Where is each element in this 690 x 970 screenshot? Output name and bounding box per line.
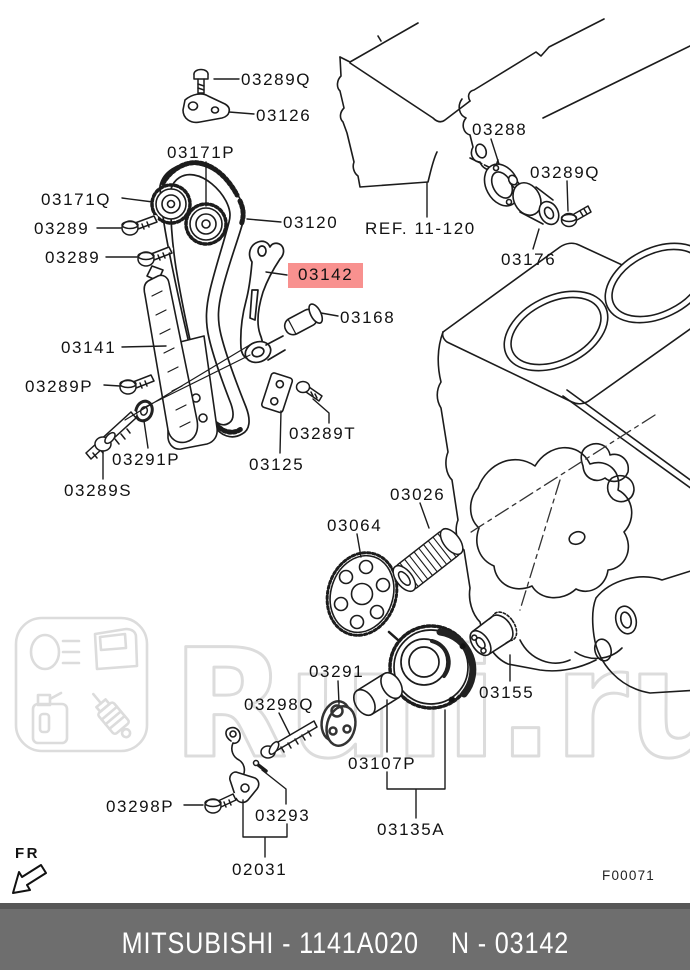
engine-block <box>436 242 690 694</box>
bolt-icon <box>137 246 173 267</box>
headlight-icon <box>29 633 61 671</box>
shock-absorber-icon <box>91 692 132 739</box>
part-label-03125: 03125 <box>249 455 305 474</box>
part-label-highlighted-03142: 03142 <box>288 263 364 288</box>
ref-label: REF. 11-120 <box>365 219 476 238</box>
part-label-03135A: 03135A <box>377 820 446 839</box>
part-label-03288: 03288 <box>472 120 528 139</box>
figure-code: F00071 <box>602 868 655 883</box>
car-door-icon <box>93 627 139 671</box>
part-label-03291: 03291 <box>309 662 365 681</box>
part-label-03141: 03141 <box>61 338 117 357</box>
bracket-03126 <box>182 93 231 124</box>
pin-icon <box>252 759 268 773</box>
part-label-03026: 03026 <box>390 485 446 504</box>
bolt-icon <box>204 793 237 814</box>
part-label-03168: 03168 <box>340 308 396 327</box>
part-label-03126: 03126 <box>256 106 312 125</box>
part-label-03171P: 03171P <box>167 143 236 162</box>
part-label-03291P: 03291P <box>112 450 181 469</box>
cylinder-head <box>336 18 690 188</box>
part-label-03176: 03176 <box>501 250 557 269</box>
timing-chain <box>159 160 250 438</box>
footer-brand-code: MITSUBISHI - 1141A020 <box>121 926 419 960</box>
bolt-axis-line <box>124 342 254 421</box>
pivot-pin <box>283 303 324 336</box>
bolt-icon <box>560 205 592 228</box>
assembly-axis-lines <box>467 414 656 611</box>
knurled-sleeve <box>392 527 464 593</box>
watermark-logo <box>14 616 149 753</box>
crank-spacer <box>469 611 518 657</box>
diagram-drawing: Ruli.ru <box>12 18 690 894</box>
part-label-03298Q: 03298Q <box>244 695 315 714</box>
part-label-03298P: 03298P <box>106 797 175 816</box>
oil-can-icon <box>31 691 69 745</box>
part-label-03064: 03064 <box>327 516 383 535</box>
leader-lines <box>96 78 569 858</box>
part-label-02031: 02031 <box>232 860 288 879</box>
bolt-icon <box>119 374 155 395</box>
part-label-03289T: 03289T <box>289 424 357 443</box>
part-label-03289Q: 03289Q <box>530 163 601 182</box>
footer-part-number: N - 03142 <box>450 926 569 960</box>
bolt-icon <box>295 380 323 402</box>
fr-arrow-icon <box>12 864 47 894</box>
bolt-icon <box>121 215 158 236</box>
water-outlet-fitting <box>507 174 560 226</box>
part-labels: 03289Q 03126 03171P 03171Q 03289 03289 03120 03… <box>15 70 655 883</box>
oil-pump-sprocket <box>325 551 399 637</box>
stud-bolt-icon <box>84 410 137 460</box>
crankshaft-vvt-sprocket <box>387 624 477 710</box>
part-label-03289: 03289 <box>45 248 101 267</box>
guide-plate <box>261 372 294 414</box>
footer-text: MITSUBISHI - 1141A020 N - 03142 <box>121 915 568 959</box>
footer-bar: MITSUBISHI - 1141A020 N - 03142 <box>0 903 690 970</box>
fr-direction-label: FR <box>15 845 40 862</box>
pump-plate <box>320 700 357 747</box>
pump-collar <box>352 671 404 717</box>
bolt-icon <box>193 68 209 94</box>
part-label-03155: 03155 <box>479 683 535 702</box>
part-label-03289Q: 03289Q <box>241 70 312 89</box>
part-label-03107P: 03107P <box>348 754 417 773</box>
oil-jet <box>225 726 260 804</box>
part-label-03293: 03293 <box>255 806 311 825</box>
camshaft-sprocket-exhaust <box>150 183 192 225</box>
tensioner-arm <box>239 240 286 364</box>
part-label-03171Q: 03171Q <box>41 190 112 209</box>
part-label-03289S: 03289S <box>64 481 133 500</box>
part-label-03289: 03289 <box>34 219 90 238</box>
part-label-03120: 03120 <box>283 213 339 232</box>
part-label-03289P: 03289P <box>25 377 94 396</box>
bolt-icon <box>260 720 318 759</box>
